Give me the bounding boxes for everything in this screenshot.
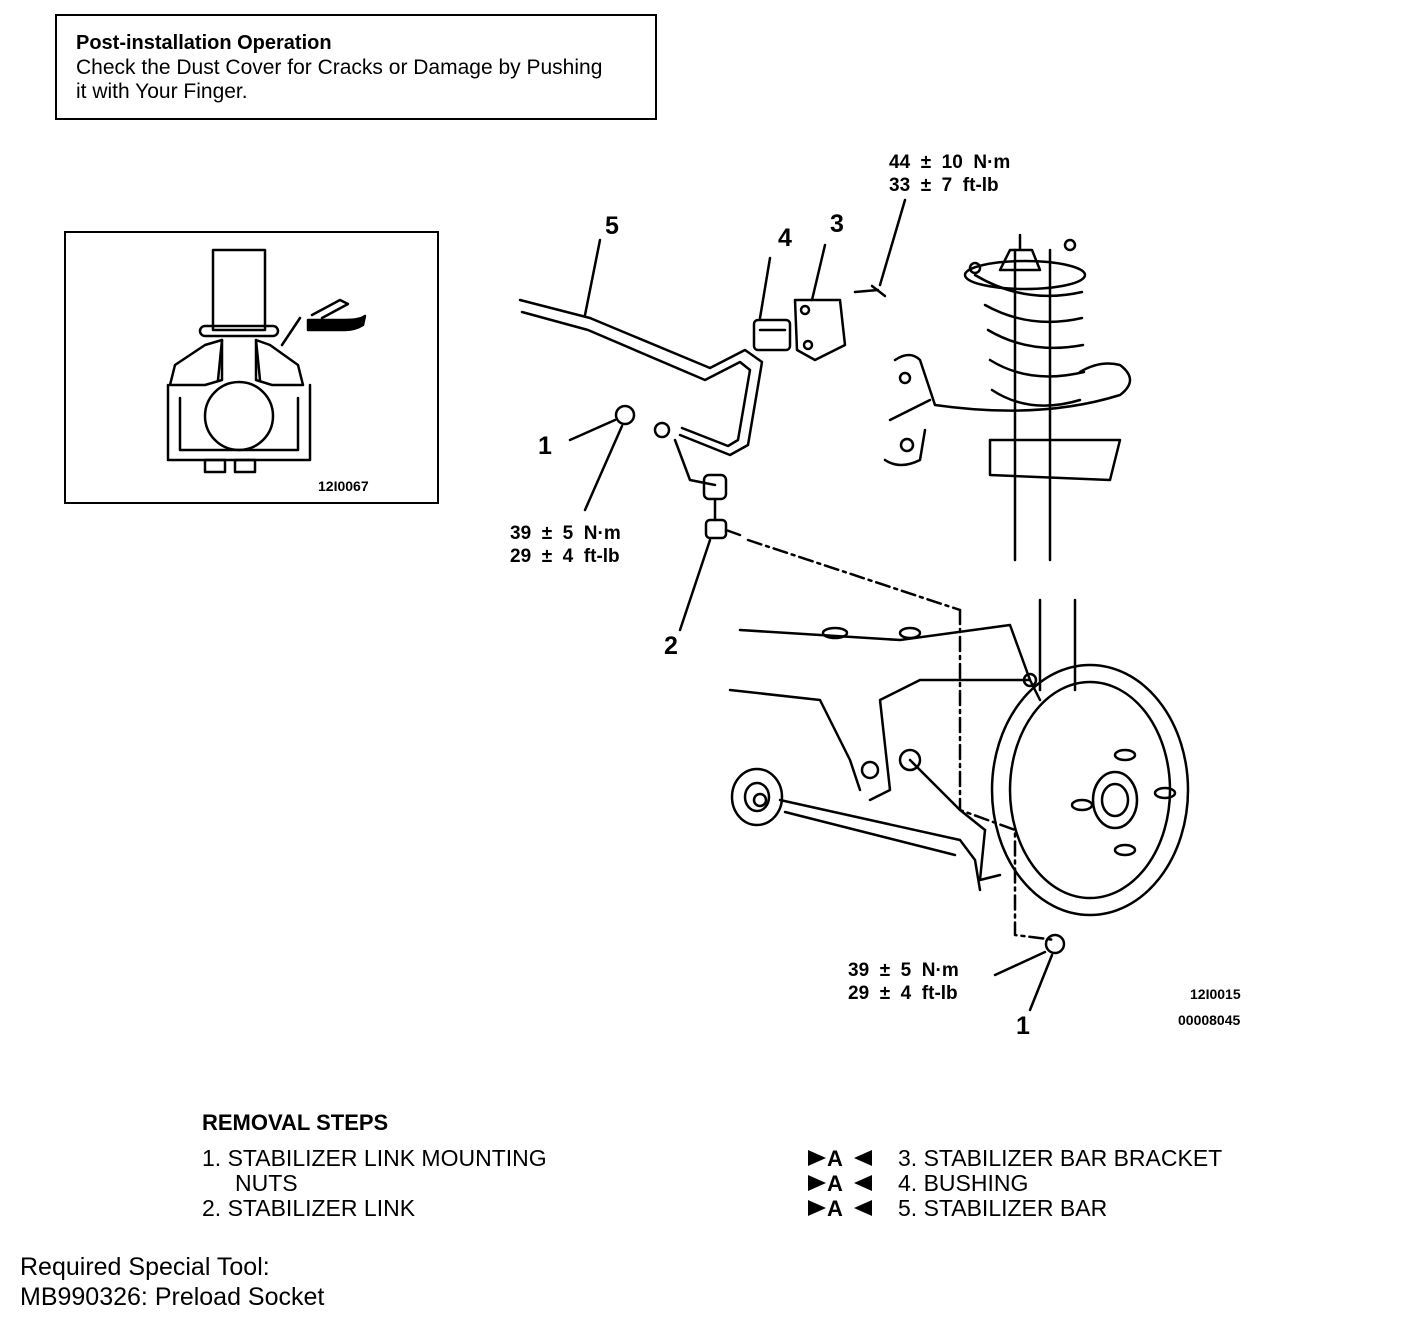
removal-step-1: 1. STABILIZER LINK MOUNTING: [202, 1145, 547, 1171]
torque-lower-nm: 39 ± 5 N·m: [848, 960, 959, 981]
note-title: Post-installation Operation: [76, 32, 332, 54]
strut-and-spring-drawing: [883, 233, 1132, 692]
step-mark-arrows: [808, 1150, 872, 1216]
note-text-line-2: it with Your Finger.: [76, 80, 248, 103]
axle-subframe-drawing: [728, 608, 1057, 942]
step-mark-a-4: A: [827, 1171, 843, 1196]
removal-step-3: 3. STABILIZER BAR BRACKET: [898, 1145, 1223, 1171]
torque-link-nm: 39 ± 5 N·m: [510, 523, 621, 544]
step-mark-a-3: A: [827, 1146, 843, 1171]
brake-drum-drawing: [990, 663, 1190, 917]
callout-1-lower: 1: [1016, 1012, 1030, 1040]
torque-link-ftlb: 29 ± 4 ft-lb: [510, 546, 620, 567]
stabilizer-link-drawing: [568, 404, 962, 632]
removal-step-5: 5. STABILIZER BAR: [898, 1195, 1108, 1221]
callout-3: 3: [830, 210, 844, 238]
callout-4: 4: [778, 224, 792, 252]
lower-nut-drawing: [993, 933, 1066, 1012]
callout-2: 2: [664, 632, 678, 660]
figure-code-2: 00008045: [1178, 1012, 1241, 1028]
removal-step-4: 4. BUSHING: [898, 1170, 1029, 1196]
figure-code-1: 12I0015: [1190, 986, 1241, 1002]
removal-step-1-cont: NUTS: [235, 1170, 298, 1196]
special-tool-name: MB990326: Preload Socket: [20, 1283, 325, 1311]
removal-steps-heading: REMOVAL STEPS: [202, 1110, 389, 1135]
torque-bracket-nm: 44 ± 10 N·m: [889, 152, 1011, 173]
callout-1-upper: 1: [538, 432, 552, 460]
step-mark-a-5: A: [827, 1196, 843, 1221]
special-tool-label: Required Special Tool:: [20, 1253, 270, 1281]
stabilizer-bar-drawing: [518, 238, 764, 457]
post-installation-note-box: [55, 14, 657, 120]
bushing-and-bracket-drawing: [752, 198, 907, 362]
inset-figure-code: 12I0067: [318, 478, 369, 494]
callout-5: 5: [605, 212, 619, 240]
dust-cover-inset-box: [64, 231, 439, 504]
removal-step-2: 2. STABILIZER LINK: [202, 1195, 416, 1221]
ball-joint-illustration: [166, 248, 367, 474]
note-text-line-1: Check the Dust Cover for Cracks or Damag…: [76, 56, 603, 79]
torque-bracket-ftlb: 33 ± 7 ft-lb: [889, 175, 999, 196]
torque-lower-ftlb: 29 ± 4 ft-lb: [848, 983, 958, 1004]
